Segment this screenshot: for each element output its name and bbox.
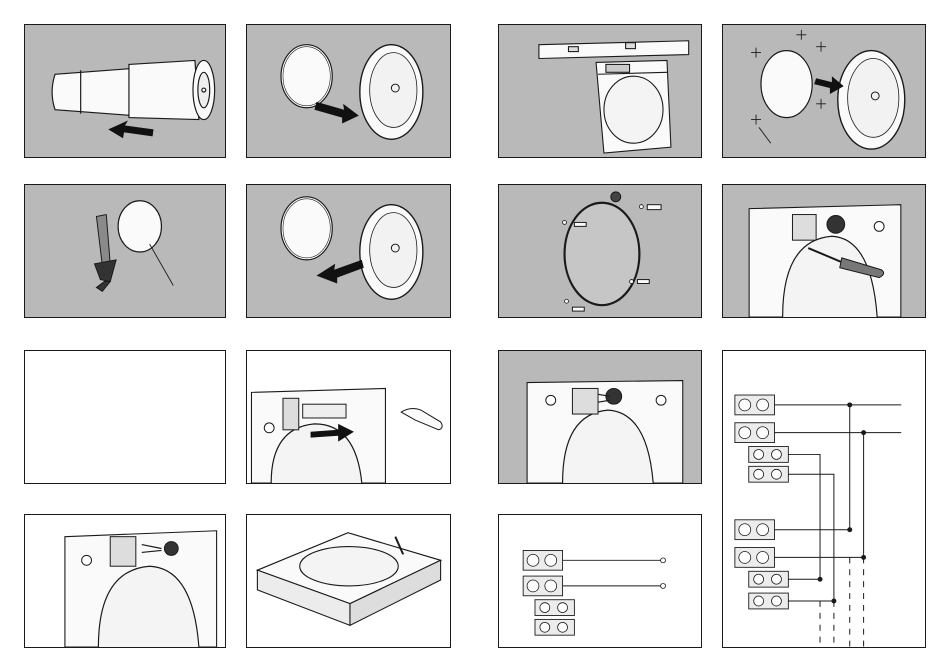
- panel-wiring-diagram-single-block: [498, 514, 702, 648]
- cable-clamp-icon: [25, 515, 225, 647]
- panel-step-cable-insertion: [246, 350, 451, 484]
- panel-step-cover-remove-marks: [722, 24, 926, 158]
- panel-blank: [24, 350, 226, 484]
- wired-terminal-block-icon: [499, 351, 701, 483]
- screwdriver-terminal-icon: [723, 185, 925, 317]
- panel-step-duct-removal: [24, 24, 226, 158]
- panel-step-sealant: [24, 184, 226, 318]
- panel-step-cover-refit: [246, 184, 451, 318]
- cover-refit-arrow-left-icon: [247, 185, 450, 317]
- panel-wiring-diagram-two-blocks: [722, 350, 926, 648]
- sealant-gun-icon: [25, 185, 225, 317]
- cable-insertion-icon: [247, 351, 450, 483]
- cover-removal-arrow-right-icon: [247, 25, 450, 157]
- gasket-and-screws-icon: [499, 185, 701, 317]
- spacer-frame-icon: [247, 515, 450, 647]
- duct-tube-arrow-left-icon: [25, 25, 225, 157]
- panel-step-screwdriver-terminal: [722, 184, 926, 318]
- wiring-diagram-single-block-icon: [499, 515, 701, 647]
- panel-step-cover-remove: [246, 24, 451, 158]
- panel-step-spacer-frame: [246, 514, 451, 648]
- wiring-diagram-two-blocks-icon: [723, 351, 925, 647]
- panel-step-wired-terminal: [498, 350, 702, 484]
- panel-step-cable-clamp: [24, 514, 226, 648]
- cover-remove-with-screw-marks-icon: [723, 25, 925, 157]
- spirit-level-on-fan-base-icon: [499, 25, 701, 157]
- panel-step-level-base: [498, 24, 702, 158]
- panel-step-gasket-screws: [498, 184, 702, 318]
